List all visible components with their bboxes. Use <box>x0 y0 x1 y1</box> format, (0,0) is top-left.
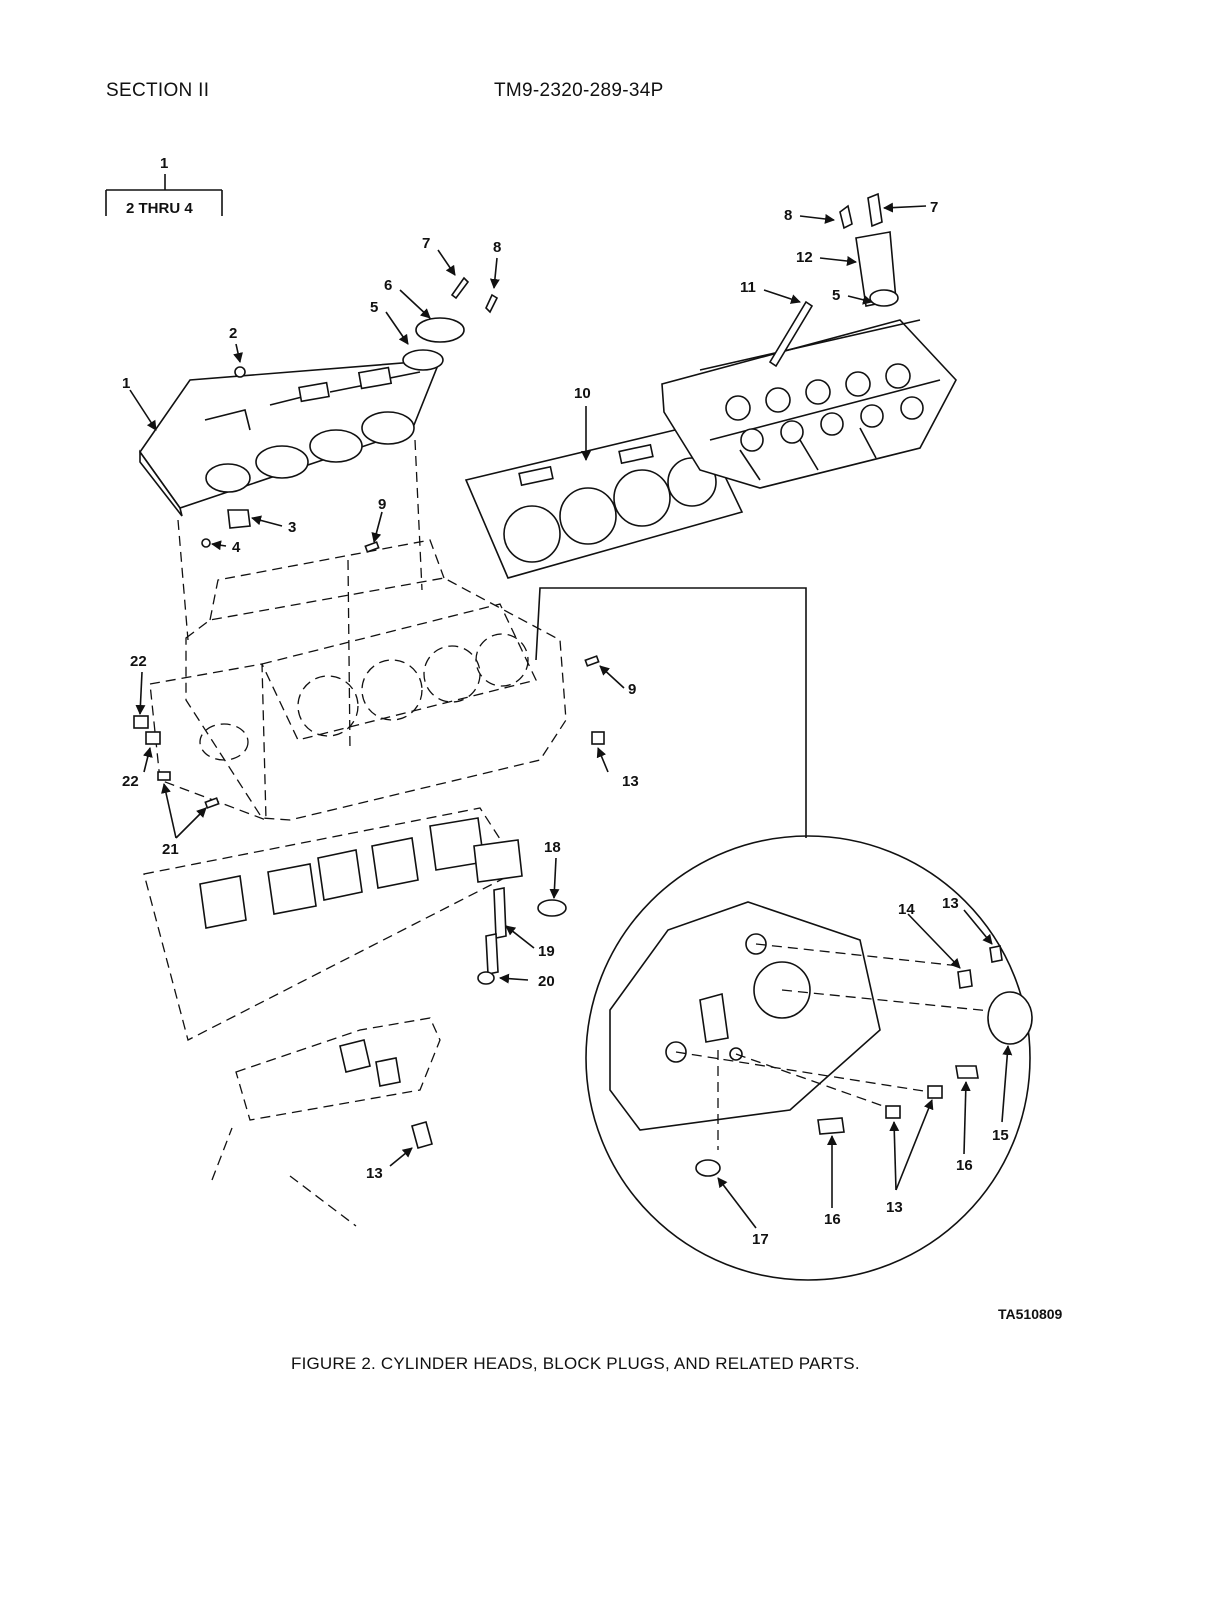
callout-12: 12 <box>796 249 813 266</box>
plug-14 <box>957 969 973 989</box>
bolt-20-head <box>477 971 495 985</box>
callout-1: 1 <box>122 375 130 392</box>
detail-view-circle <box>585 835 1031 1281</box>
callout-14: 14 <box>898 901 915 918</box>
bracket-6 <box>415 317 465 343</box>
callout-5-right: 5 <box>832 287 840 304</box>
figure-code: TA510809 <box>998 1306 1063 1322</box>
callout-10: 10 <box>574 385 591 402</box>
callout-7-right: 7 <box>930 199 938 216</box>
bolt-19 <box>493 887 507 939</box>
plug-13-detail-b <box>927 1085 943 1099</box>
bracket-range-label: 2 THRU 4 <box>126 200 193 217</box>
gasket-5 <box>402 349 444 371</box>
pin-16-a <box>955 1065 979 1079</box>
callout-16-right: 16 <box>956 1157 973 1174</box>
callout-9-right: 9 <box>628 681 636 698</box>
callout-13-detail: 13 <box>942 895 959 912</box>
callout-5-left: 5 <box>370 299 378 316</box>
plug-13-detail <box>989 945 1003 963</box>
plug-22-a <box>133 715 149 729</box>
cup-plug-15 <box>987 991 1033 1045</box>
plug-22-b <box>145 731 161 745</box>
stud-7-right <box>867 192 883 228</box>
stud-7 <box>450 276 470 300</box>
pin-9-right <box>584 655 600 667</box>
callout-4: 4 <box>232 539 241 556</box>
tm-number: TM9-2320-289-34P <box>494 80 664 101</box>
callout-22-bottom: 22 <box>122 773 139 790</box>
plug-13-block <box>591 731 605 745</box>
callout-22-top: 22 <box>130 653 147 670</box>
seal-18 <box>537 899 567 917</box>
callout-20: 20 <box>538 973 555 990</box>
cylinder-block <box>149 539 567 821</box>
callout-17: 17 <box>752 1231 769 1248</box>
callout-11: 11 <box>740 279 756 296</box>
callout-19: 19 <box>538 943 555 960</box>
section-label: SECTION II <box>106 80 210 101</box>
pin-16-b <box>817 1117 845 1135</box>
callout-2: 2 <box>229 325 237 342</box>
right-cylinder-head <box>661 319 957 489</box>
figure-caption: FIGURE 2. CYLINDER HEADS, BLOCK PLUGS, A… <box>291 1354 860 1373</box>
callout-16-left: 16 <box>824 1211 841 1228</box>
callout-3: 3 <box>288 519 296 536</box>
lower-block-detail <box>211 1017 441 1227</box>
callout-13-detail-bottom: 13 <box>886 1199 903 1216</box>
callout-13-block: 13 <box>622 773 639 790</box>
gasket-5-right <box>869 289 899 307</box>
bolt-8 <box>485 293 499 314</box>
callout-13-lower: 13 <box>366 1165 383 1182</box>
callout-6: 6 <box>384 277 392 294</box>
pin-21 <box>204 797 220 809</box>
plug-2 <box>234 366 246 378</box>
callout-1-bracket: 1 <box>160 155 168 172</box>
head-bolt-11 <box>768 300 814 368</box>
callout-18: 18 <box>544 839 561 856</box>
detail-connector-line <box>535 587 807 838</box>
reference-bracket: 1 2 THRU 4 <box>105 155 223 217</box>
callout-21: 21 <box>162 841 179 858</box>
callout-9-left: 9 <box>378 496 386 513</box>
plug-13-detail-c <box>885 1105 901 1119</box>
pin-9-left <box>364 541 380 553</box>
left-cylinder-head <box>139 359 442 517</box>
callout-7-left: 7 <box>422 235 430 252</box>
plug-3 <box>227 509 251 529</box>
plug-17 <box>695 1159 721 1177</box>
bolt-8-right <box>839 204 853 230</box>
callout-8-right: 8 <box>784 207 792 224</box>
callout-8-left: 8 <box>493 239 501 256</box>
plug-4 <box>201 538 211 548</box>
plug-13-lower <box>411 1121 433 1149</box>
bolt-20 <box>485 933 499 975</box>
main-bearing-caps <box>143 807 523 1041</box>
plug-22-c <box>157 771 171 781</box>
exploded-parts-diagram: 1 2 THRU 4 <box>105 155 1033 1281</box>
callout-15: 15 <box>992 1127 1009 1144</box>
